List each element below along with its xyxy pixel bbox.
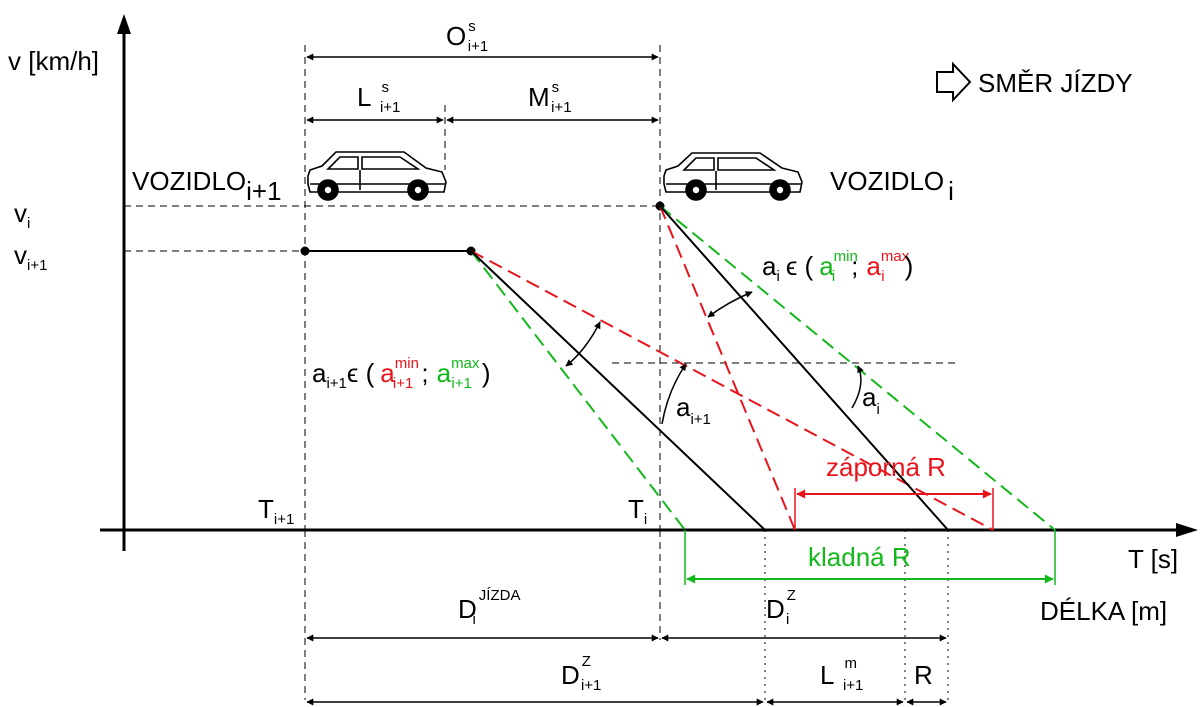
- label-R: R: [914, 660, 933, 690]
- point-rear-start: [300, 246, 310, 256]
- accel-a-i: ai: [862, 382, 880, 418]
- arrow-right-icon: [936, 61, 972, 103]
- direction-label: SMĚR JÍZDY: [978, 68, 1133, 98]
- guide-lines: [124, 45, 960, 700]
- accel-a-i1: ai+1: [676, 392, 711, 428]
- y-axis-label: v [km/h]: [8, 46, 99, 76]
- arc-range-i: [707, 291, 753, 318]
- negative-reserve-label: záporná R: [826, 452, 946, 482]
- x-axis-label-time: T [s]: [1128, 544, 1178, 574]
- arc-range-i1: [565, 321, 601, 367]
- positive-reserve-ticks: [684, 530, 1056, 585]
- arc-a-i1: [661, 363, 687, 425]
- guide-dotted: [764, 530, 949, 705]
- arc-a-i: [851, 365, 864, 409]
- time-T-i1: Ti+1: [258, 494, 294, 528]
- x-axis-label-length: DÉLKA [m]: [1040, 596, 1167, 626]
- car-icon-front: [663, 152, 803, 201]
- car-icon-rear: [307, 151, 447, 201]
- positive-reserve-label: kladná R: [808, 542, 911, 572]
- vehicle-rear-label: VOZIDLOi+1: [132, 166, 282, 206]
- speed-v-i1: vi+1: [14, 240, 47, 274]
- speed-v-i: vi: [14, 198, 30, 232]
- y-axis-arrow-icon: [117, 14, 131, 34]
- decel-black-lines: [470, 205, 949, 531]
- x-axis-arrow-icon: [1176, 523, 1198, 537]
- time-T-i: Ti: [628, 494, 647, 528]
- negative-reserve-ticks: [794, 488, 994, 530]
